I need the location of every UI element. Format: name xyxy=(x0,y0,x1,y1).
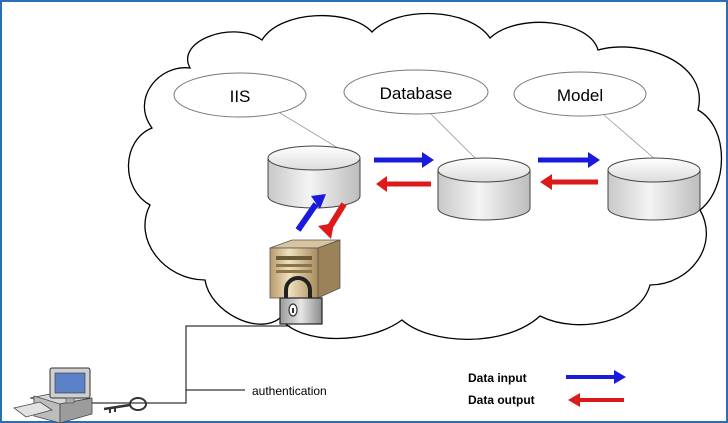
legend-input-arrow xyxy=(566,370,626,384)
database-cylinder xyxy=(437,157,531,221)
arrow-output-model-to-database xyxy=(540,174,598,190)
connector-line xyxy=(60,325,290,404)
node-iis-label: IIS xyxy=(230,87,251,106)
arrow-input-database-to-model xyxy=(538,152,600,168)
arrow-input-server-to-iis xyxy=(295,194,326,232)
arrow-output-iis-to-server xyxy=(318,202,347,239)
computer-icon xyxy=(13,367,93,423)
node-model-label: Model xyxy=(557,86,603,105)
leader-line-database xyxy=(429,112,483,166)
node-database: Database xyxy=(343,69,489,115)
lock-icon xyxy=(279,276,323,325)
arrow-output-database-to-iis xyxy=(376,176,431,192)
node-model: Model xyxy=(513,71,647,117)
legend-input-label: Data input xyxy=(468,371,527,385)
arrow-input-iis-to-database xyxy=(374,152,434,168)
authentication-label: authentication xyxy=(252,384,327,398)
key-icon xyxy=(103,397,147,413)
leader-line-model xyxy=(603,114,657,161)
model-cylinder xyxy=(607,157,701,221)
legend: Data input Data output xyxy=(468,370,626,407)
node-database-label: Database xyxy=(380,84,453,103)
node-iis: IIS xyxy=(173,72,307,118)
server-icon xyxy=(269,239,341,299)
leader-line-iis xyxy=(279,112,339,149)
legend-output-arrow xyxy=(568,393,624,407)
iis-cylinder xyxy=(267,145,361,209)
legend-output-label: Data output xyxy=(468,393,535,407)
